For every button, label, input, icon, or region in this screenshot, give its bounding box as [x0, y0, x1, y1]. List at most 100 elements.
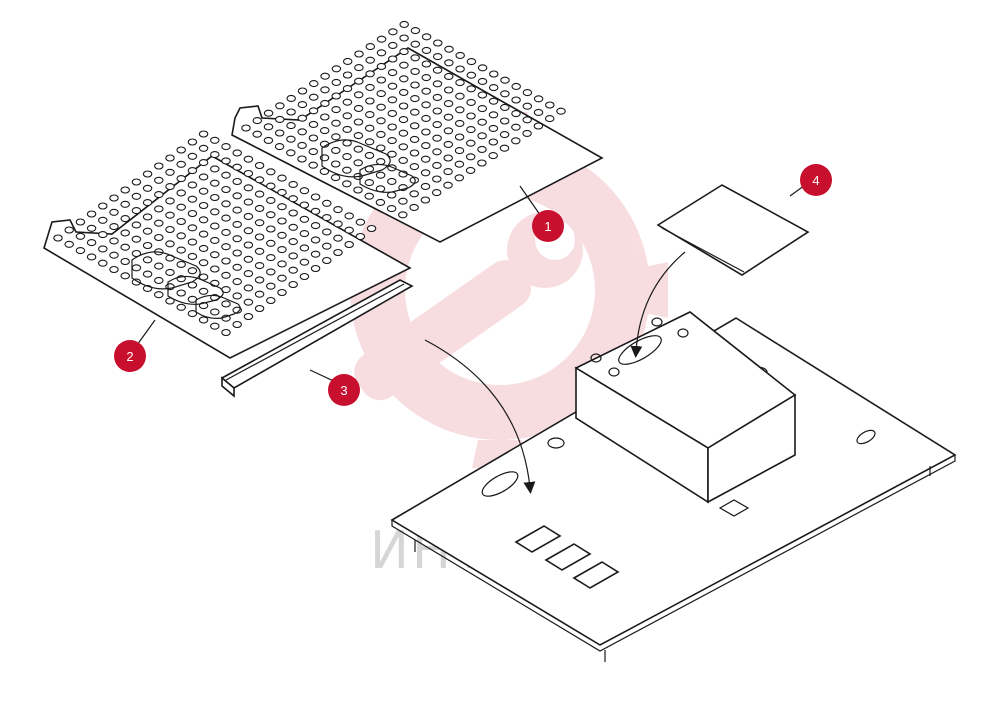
perforation-hole [364, 192, 374, 200]
perforation-hole [443, 113, 454, 121]
perforation-hole [466, 139, 476, 147]
perforation-hole [443, 86, 454, 94]
perforation-hole [331, 78, 342, 86]
perforation-hole [198, 287, 209, 295]
perforation-hole [354, 77, 364, 85]
perforation-hole [187, 138, 198, 146]
perforation-hole [387, 96, 398, 104]
perforation-hole [331, 106, 341, 114]
perforation-hole [277, 203, 287, 211]
perforation-hole [365, 70, 375, 78]
perforation-hole [277, 217, 287, 225]
perforation-hole [176, 260, 186, 268]
perforation-hole [499, 131, 510, 139]
perforation-hole [432, 107, 443, 115]
perforation-hole [466, 85, 476, 93]
perforation-hole [232, 278, 242, 286]
perforation-hole [210, 265, 220, 273]
perforation-hole [75, 247, 86, 255]
perforation-hole [254, 304, 265, 313]
callout-2: 2 [114, 340, 146, 372]
perforation-hole [421, 46, 432, 54]
perforation-hole [243, 227, 254, 235]
perforation-hole [444, 72, 454, 80]
perforation-hole [277, 231, 287, 239]
perforation-hole [131, 221, 142, 229]
perforation-hole [353, 91, 364, 99]
perforation-hole [187, 224, 198, 232]
perforation-hole [431, 189, 442, 197]
perforation-hole [254, 233, 265, 241]
perforation-hole [308, 161, 318, 169]
perforation-hole [64, 240, 74, 248]
perforation-hole [398, 211, 408, 219]
perforation-hole [320, 86, 330, 94]
perforation-hole [252, 130, 262, 138]
perforation-hole [254, 276, 265, 284]
perforation-hole [232, 192, 242, 200]
perforation-hole [176, 289, 186, 297]
perforation-hole [342, 112, 353, 120]
perforation-hole [421, 74, 432, 82]
perforation-hole [410, 40, 421, 48]
perforation-hole [254, 204, 265, 212]
perforation-hole [187, 181, 198, 189]
perforation-hole [410, 95, 420, 103]
perforation-hole [154, 191, 164, 199]
perforation-hole [221, 328, 231, 337]
perforation-hole [274, 129, 285, 137]
perforation-hole [465, 166, 476, 174]
perforation-hole [86, 253, 97, 261]
perforation-hole [533, 122, 544, 130]
perforation-hole [86, 224, 97, 232]
perforation-hole [443, 140, 454, 148]
perforation-hole [410, 81, 420, 89]
perforation-hole [420, 155, 431, 163]
perforation-hole [310, 222, 321, 230]
perforation-hole [522, 129, 532, 137]
perforation-hole [420, 196, 431, 204]
perforation-hole [165, 268, 175, 276]
callout-4-label: 4 [812, 173, 819, 188]
perforation-hole [398, 156, 408, 164]
perforation-hole [421, 128, 431, 136]
perforation-hole [342, 98, 353, 106]
perforation-hole [221, 214, 231, 222]
perforation-hole [210, 222, 220, 230]
perforation-hole [432, 175, 442, 183]
perforation-hole [443, 181, 453, 189]
perforation-hole [331, 146, 341, 154]
perforation-hole [176, 146, 186, 154]
perforation-hole [299, 244, 310, 252]
perforation-hole [398, 88, 409, 96]
perforation-hole [499, 117, 510, 125]
perforation-hole [308, 93, 319, 101]
perforation-hole [165, 211, 175, 219]
perforation-hole [355, 218, 366, 226]
perforation-hole [511, 137, 521, 145]
perforation-hole [310, 207, 321, 215]
perforation-hole [344, 212, 354, 220]
perforation-hole [454, 160, 465, 168]
perforation-hole [187, 195, 198, 203]
perforation-hole [210, 208, 220, 216]
perforation-hole [288, 180, 298, 188]
perforation-hole [198, 273, 209, 281]
perforation-hole [386, 191, 397, 199]
perforation-hole [308, 134, 319, 142]
perforation-hole [165, 225, 175, 234]
perforation-hole [511, 123, 521, 131]
perforation-hole [232, 292, 242, 300]
perforation-hole [376, 117, 386, 125]
base-plate [390, 317, 957, 662]
perforation-hole [274, 143, 285, 151]
perforation-hole [330, 174, 341, 182]
perforation-hole [232, 249, 242, 257]
perforation-hole [410, 67, 420, 75]
perforation-hole [131, 264, 142, 272]
perforation-hole [142, 199, 153, 207]
perforation-hole [131, 235, 142, 243]
perforation-hole [210, 236, 220, 244]
perforation-hole [477, 132, 487, 140]
perforation-hole [432, 134, 442, 142]
